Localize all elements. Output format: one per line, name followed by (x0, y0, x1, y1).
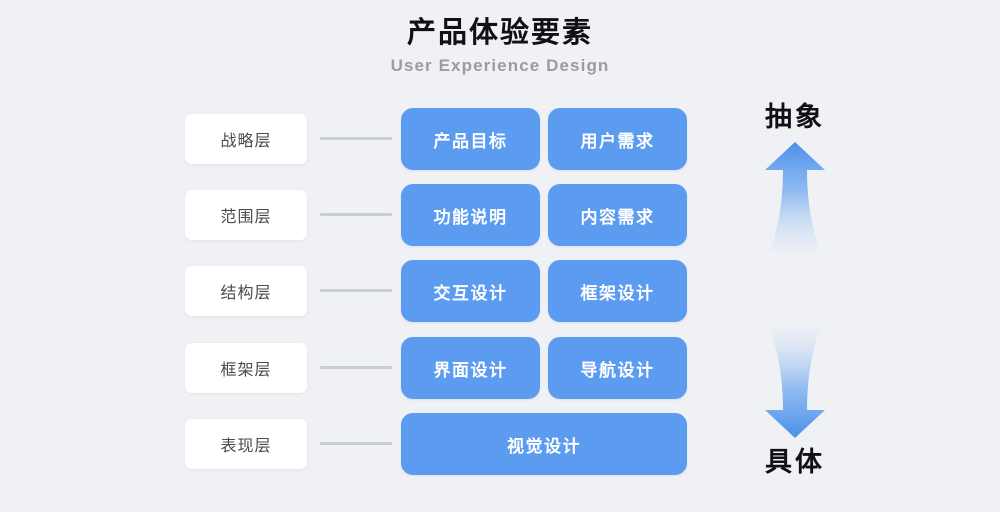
connector-line-skeleton (320, 366, 392, 369)
card-interaction-design[interactable]: 交互设计 (401, 260, 540, 322)
layer-label-structure[interactable]: 结构层 (185, 266, 307, 316)
layer-label-surface[interactable]: 表现层 (185, 419, 307, 469)
page-title: 产品体验要素 (406, 17, 593, 49)
layer-row-scope: 范围层 功能说明 内容需求 (0, 184, 1000, 246)
card-group-structure: 交互设计 框架设计 (401, 260, 687, 322)
card-group-surface: 视觉设计 (401, 413, 687, 475)
card-information-architecture[interactable]: 框架设计 (548, 260, 687, 322)
axis-label-concrete: 具体 (765, 447, 825, 477)
layer-label-strategy[interactable]: 战略层 (185, 114, 307, 164)
layer-row-structure: 结构层 交互设计 框架设计 (0, 260, 1000, 322)
layer-label-skeleton[interactable]: 框架层 (185, 343, 307, 393)
card-group-skeleton: 界面设计 导航设计 (401, 337, 687, 399)
connector-line-strategy (320, 137, 392, 140)
connector-line-surface (320, 442, 392, 445)
axis-label-abstract: 抽象 (765, 102, 825, 132)
layer-label-scope[interactable]: 范围层 (185, 190, 307, 240)
layer-row-strategy: 战略层 产品目标 用户需求 (0, 108, 1000, 170)
card-product-goal[interactable]: 产品目标 (401, 108, 540, 170)
layer-row-surface: 表现层 视觉设计 (0, 413, 1000, 475)
abstraction-axis: 抽象 具体 (735, 95, 855, 485)
connector-line-structure (320, 289, 392, 292)
card-group-scope: 功能说明 内容需求 (401, 184, 687, 246)
arrow-down-icon (765, 327, 825, 438)
card-user-needs[interactable]: 用户需求 (548, 108, 687, 170)
layer-row-skeleton: 框架层 界面设计 导航设计 (0, 337, 1000, 399)
arrow-up-icon (765, 142, 825, 253)
card-group-strategy: 产品目标 用户需求 (401, 108, 687, 170)
header: 产品体验要素 User Experience Design (0, 14, 1000, 78)
page-subtitle: User Experience Design (390, 56, 610, 75)
card-feature-spec[interactable]: 功能说明 (401, 184, 540, 246)
connector-line-scope (320, 213, 392, 216)
card-visual-design[interactable]: 视觉设计 (401, 413, 687, 475)
card-navigation-design[interactable]: 导航设计 (548, 337, 687, 399)
card-content-needs[interactable]: 内容需求 (548, 184, 687, 246)
card-interface-design[interactable]: 界面设计 (401, 337, 540, 399)
